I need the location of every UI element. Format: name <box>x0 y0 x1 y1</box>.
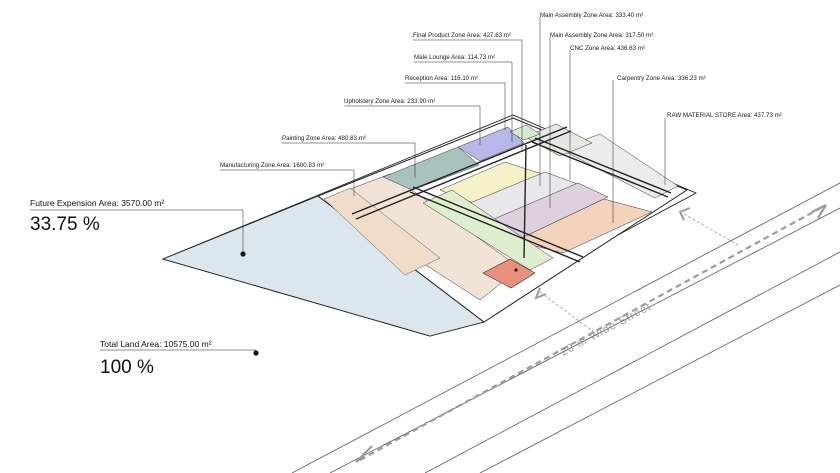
zone-painting <box>382 146 480 191</box>
street-label: 20 m Wide Street <box>559 301 654 359</box>
street-width-dash-1 <box>539 291 596 334</box>
total-land-percent: 100 % <box>100 357 154 378</box>
zone-main-assembly-2 <box>524 123 593 157</box>
total-land-dot <box>253 350 259 356</box>
corridor-lines <box>351 126 672 263</box>
zone-manufacturing-edge <box>323 187 441 276</box>
label-raw-material: RAW MATERIAL STORE Area: 437.73 m² <box>667 112 782 119</box>
street-width-marker-2 <box>678 207 691 221</box>
label-painting: Painting Zone Area: 480.83 m² <box>282 135 366 142</box>
zone-upholstery <box>457 126 525 162</box>
zone-office-red <box>482 258 536 289</box>
street-arrow-head-left <box>355 445 373 463</box>
label-cnc: CNC Zone Area: 436.63 m² <box>570 45 645 52</box>
label-main-assembly-1: Main Assembly Zone Area: 333.40 m² <box>540 12 643 19</box>
future-expansion-dot <box>240 251 246 257</box>
street-dimension-arrow <box>359 204 827 461</box>
total-land-label: Total Land Area: 10575.00 m² <box>100 339 212 349</box>
label-upholstery: Upholstery Zone Area: 233.90 m² <box>344 98 435 105</box>
street-arrow-head-right <box>811 204 827 219</box>
label-carpentry: Carpentry Zone Area: 336.23 m² <box>617 75 706 82</box>
label-manufacturing: Manufacturing Zone Area: 1600.83 m² <box>220 162 324 169</box>
future-expansion-percent: 33.75 % <box>30 214 100 235</box>
label-final-product: Final Product Zone Area: 427.63 m² <box>413 32 511 39</box>
street-width-dash-2 <box>683 213 739 246</box>
label-main-assembly-2: Main Assembly Zone Area: 317.50 m² <box>550 32 653 39</box>
label-reception: Reception Area: 116.10 m² <box>405 75 478 82</box>
future-expansion-label: Future Expension Area: 3570.00 m² <box>30 198 164 208</box>
office-marker <box>514 268 518 272</box>
zone-raw-material <box>559 133 679 199</box>
street-width-marker-1 <box>534 287 547 300</box>
leader-lines <box>30 17 666 352</box>
label-male-lounge: Male Lounge Area: 114.73 m² <box>414 54 495 61</box>
